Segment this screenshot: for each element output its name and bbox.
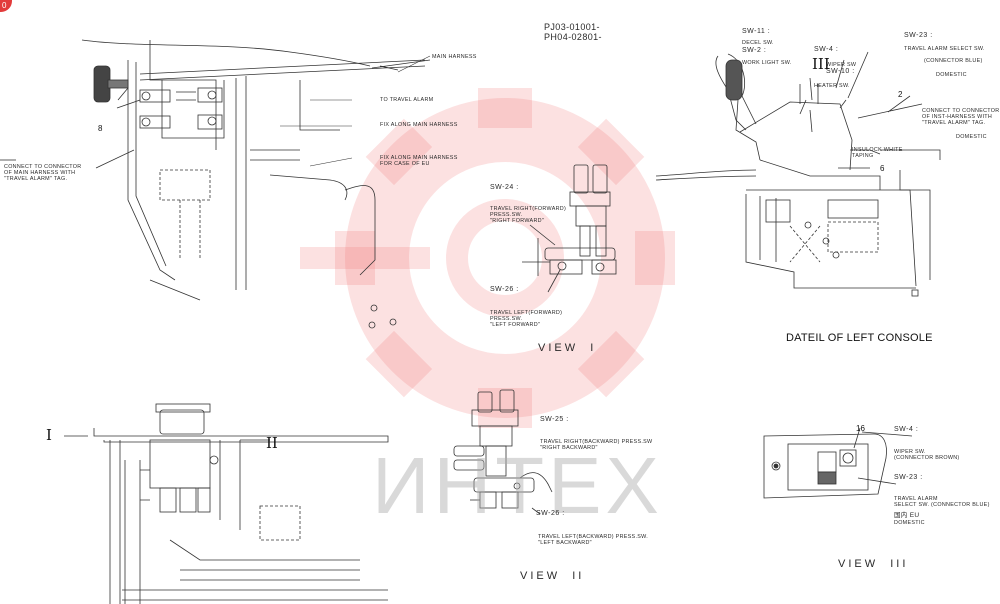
part-number-2: PH04-02801- <box>544 32 602 42</box>
view-iii-travel-alarm-2: SELECT SW. (CONNECTOR BLUE) <box>894 502 990 508</box>
console-work-light: WORK LIGHT SW. <box>742 60 792 66</box>
view-ii-sw25-line1: TRAVEL RIGHT(BACKWARD) PRESS.SW <box>540 439 653 445</box>
view-ii-caption: VIEW II <box>520 570 585 582</box>
corner-badge-label: 0 <box>2 1 7 10</box>
view-ii-drawing <box>453 389 553 515</box>
view-i-sw26-line1: TRAVEL LEFT(FORWARD) <box>490 310 563 316</box>
connect-label-3: "TRAVEL ALARM" TAG. <box>4 176 68 182</box>
console-sw23: SW-23 : <box>904 32 933 39</box>
connect-label-2: OF MAIN HARNESS WITH <box>4 170 76 176</box>
leader-lines <box>280 55 431 167</box>
view-iii-travel-alarm-1: TRAVEL ALARM <box>894 496 938 502</box>
view-iii-conn-brown: (CONNECTOR BROWN) <box>894 455 960 461</box>
console-sw2: SW-2 : <box>742 47 767 54</box>
console-connect-inst-3: "TRAVEL ALARM" TAG. <box>922 120 986 126</box>
view-iii-eu: 国内 EU <box>894 512 920 519</box>
console-callout-2: 2 <box>898 90 903 99</box>
fix-along-eu-label-2: FOR CASE OF EU <box>380 161 430 167</box>
view-ii-sw25: SW-25 : <box>540 416 569 423</box>
console-sw10: SW-10 : <box>826 68 855 75</box>
left-top-drawing <box>0 39 431 329</box>
console-conn-blue: (CONNECTOR BLUE) <box>924 58 983 64</box>
view-i-sw26: SW-26 : <box>490 286 519 293</box>
connect-label-1: CONNECT TO CONNECTOR <box>4 164 82 170</box>
left-bottom-drawing <box>64 403 389 604</box>
left-console-drawing <box>655 51 941 297</box>
view-i-sw26-line3: "LEFT FORWARD" <box>490 322 541 328</box>
callout-8: 8 <box>98 124 103 133</box>
console-decel: DECEL SW. <box>742 40 774 46</box>
fix-along-eu-label-1: FIX ALONG MAIN HARNESS <box>380 155 458 161</box>
view-iii-sw4: SW-4 : <box>894 426 919 433</box>
view-ii-sw26-line2: "LEFT BACKWARD" <box>538 540 592 546</box>
view-iii-callout-16: 16 <box>856 424 865 433</box>
main-harness-label: MAIN HARNESS <box>432 54 477 60</box>
view-i-sw26-line2: PRESS.SW. <box>490 316 523 322</box>
console-connect-inst-2: OF INST-HARNESS WITH <box>922 114 993 120</box>
view-i-sw24-line1: TRAVEL RIGHT(FORWARD) <box>490 206 567 212</box>
fix-along-main-label: FIX ALONG MAIN HARNESS <box>380 122 458 128</box>
to-travel-alarm-label: TO TRAVEL ALARM <box>380 97 434 103</box>
console-sw4: SW-4 : <box>814 46 839 53</box>
arrow-i-label: I <box>46 426 52 444</box>
view-ii-sw26-line1: TRAVEL LEFT(BACKWARD) PRESS.SW. <box>538 534 649 540</box>
watermark-text: ИНТЕХ <box>372 441 663 530</box>
part-number-1: PJ03-01001- <box>544 22 600 32</box>
console-title: DATEIL OF LEFT CONSOLE <box>786 332 933 344</box>
arrow-ii-label: II <box>266 434 278 452</box>
console-sw11: SW-11 : <box>742 28 771 35</box>
view-i-drawing <box>522 164 617 293</box>
console-heater: HEATER SW. <box>814 83 850 89</box>
console-domestic-2: DOMESTIC <box>956 134 987 140</box>
console-insulock-1: INSULOCK WHITE <box>852 147 903 153</box>
view-i-sw24-line3: "RIGHT FORWARD" <box>490 218 545 224</box>
console-arrow-label: III <box>812 55 830 73</box>
view-iii-sw23: SW-23 : <box>894 474 923 481</box>
view-iii-drawing <box>763 427 913 499</box>
console-insulock-2: TAPING <box>852 153 874 159</box>
view-iii-domestic: DOMESTIC <box>894 520 925 526</box>
view-i-sw24-line2: PRESS.SW. <box>490 212 523 218</box>
console-callout-6: 6 <box>880 164 885 173</box>
console-wiper: WIPER SW <box>826 62 857 68</box>
console-travel-alarm: TRAVEL ALARM SELECT SW. <box>904 46 985 52</box>
console-connect-inst-1: CONNECT TO CONNECTOR <box>922 108 1000 114</box>
view-i-sw24: SW-24 : <box>490 184 519 191</box>
view-ii-sw25-line2: "RIGHT BACKWARD" <box>540 445 598 451</box>
view-iii-wiper: WIPER SW. <box>894 449 926 455</box>
console-domestic-1: DOMESTIC <box>936 72 967 78</box>
watermark-gear <box>300 88 675 428</box>
view-i-caption: VIEW I <box>538 342 597 354</box>
view-iii-caption: VIEW III <box>838 558 909 570</box>
view-ii-sw26: SW-26 : <box>536 510 565 517</box>
